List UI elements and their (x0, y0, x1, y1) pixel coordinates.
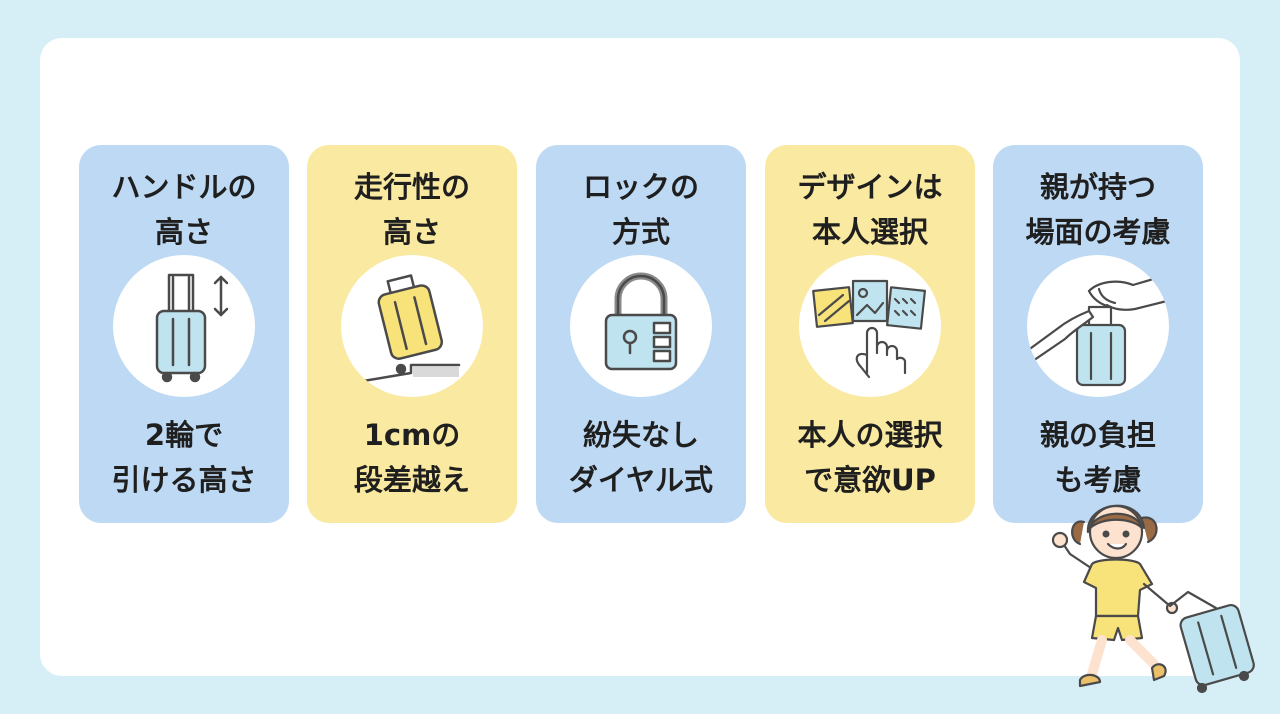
card-description: 1cmの 段差越え (353, 418, 470, 497)
card-title: 親が持つ 場面の考慮 (1025, 170, 1171, 249)
card-title: デザインは 本人選択 (797, 170, 943, 249)
card-mobility: 走行性の 高さ 1cmの 段差越え (307, 145, 517, 523)
card-title: 走行性の 高さ (353, 170, 470, 249)
card-handle-height: ハンドルの 高さ 2輪で 引ける高さ (79, 145, 289, 523)
card-description: 紛失なし ダイヤル式 (568, 418, 714, 497)
design-select-icon (799, 255, 941, 397)
card-title: ハンドルの 高さ (111, 170, 257, 249)
card-parent-carry: 親が持つ 場面の考慮 親の負担 も考慮 (993, 145, 1203, 523)
child-with-suitcase-illustration (1040, 488, 1260, 710)
dial-lock-icon (570, 255, 712, 397)
card-title: ロックの 方式 (582, 170, 699, 249)
card-description: 本人の選択 で意欲UP (797, 418, 943, 497)
card-lock-type: ロックの 方式 紛失なし ダイヤル式 (536, 145, 746, 523)
card-description: 2輪で 引ける高さ (111, 418, 257, 497)
suitcase-handle-height-icon (113, 255, 255, 397)
card-design-choice: デザインは 本人選択 本人の選択 で意欲UP (765, 145, 975, 523)
card-description: 親の負担 も考慮 (1039, 418, 1156, 497)
parent-hand-suitcase-icon (1027, 255, 1169, 397)
suitcase-step-icon (341, 255, 483, 397)
